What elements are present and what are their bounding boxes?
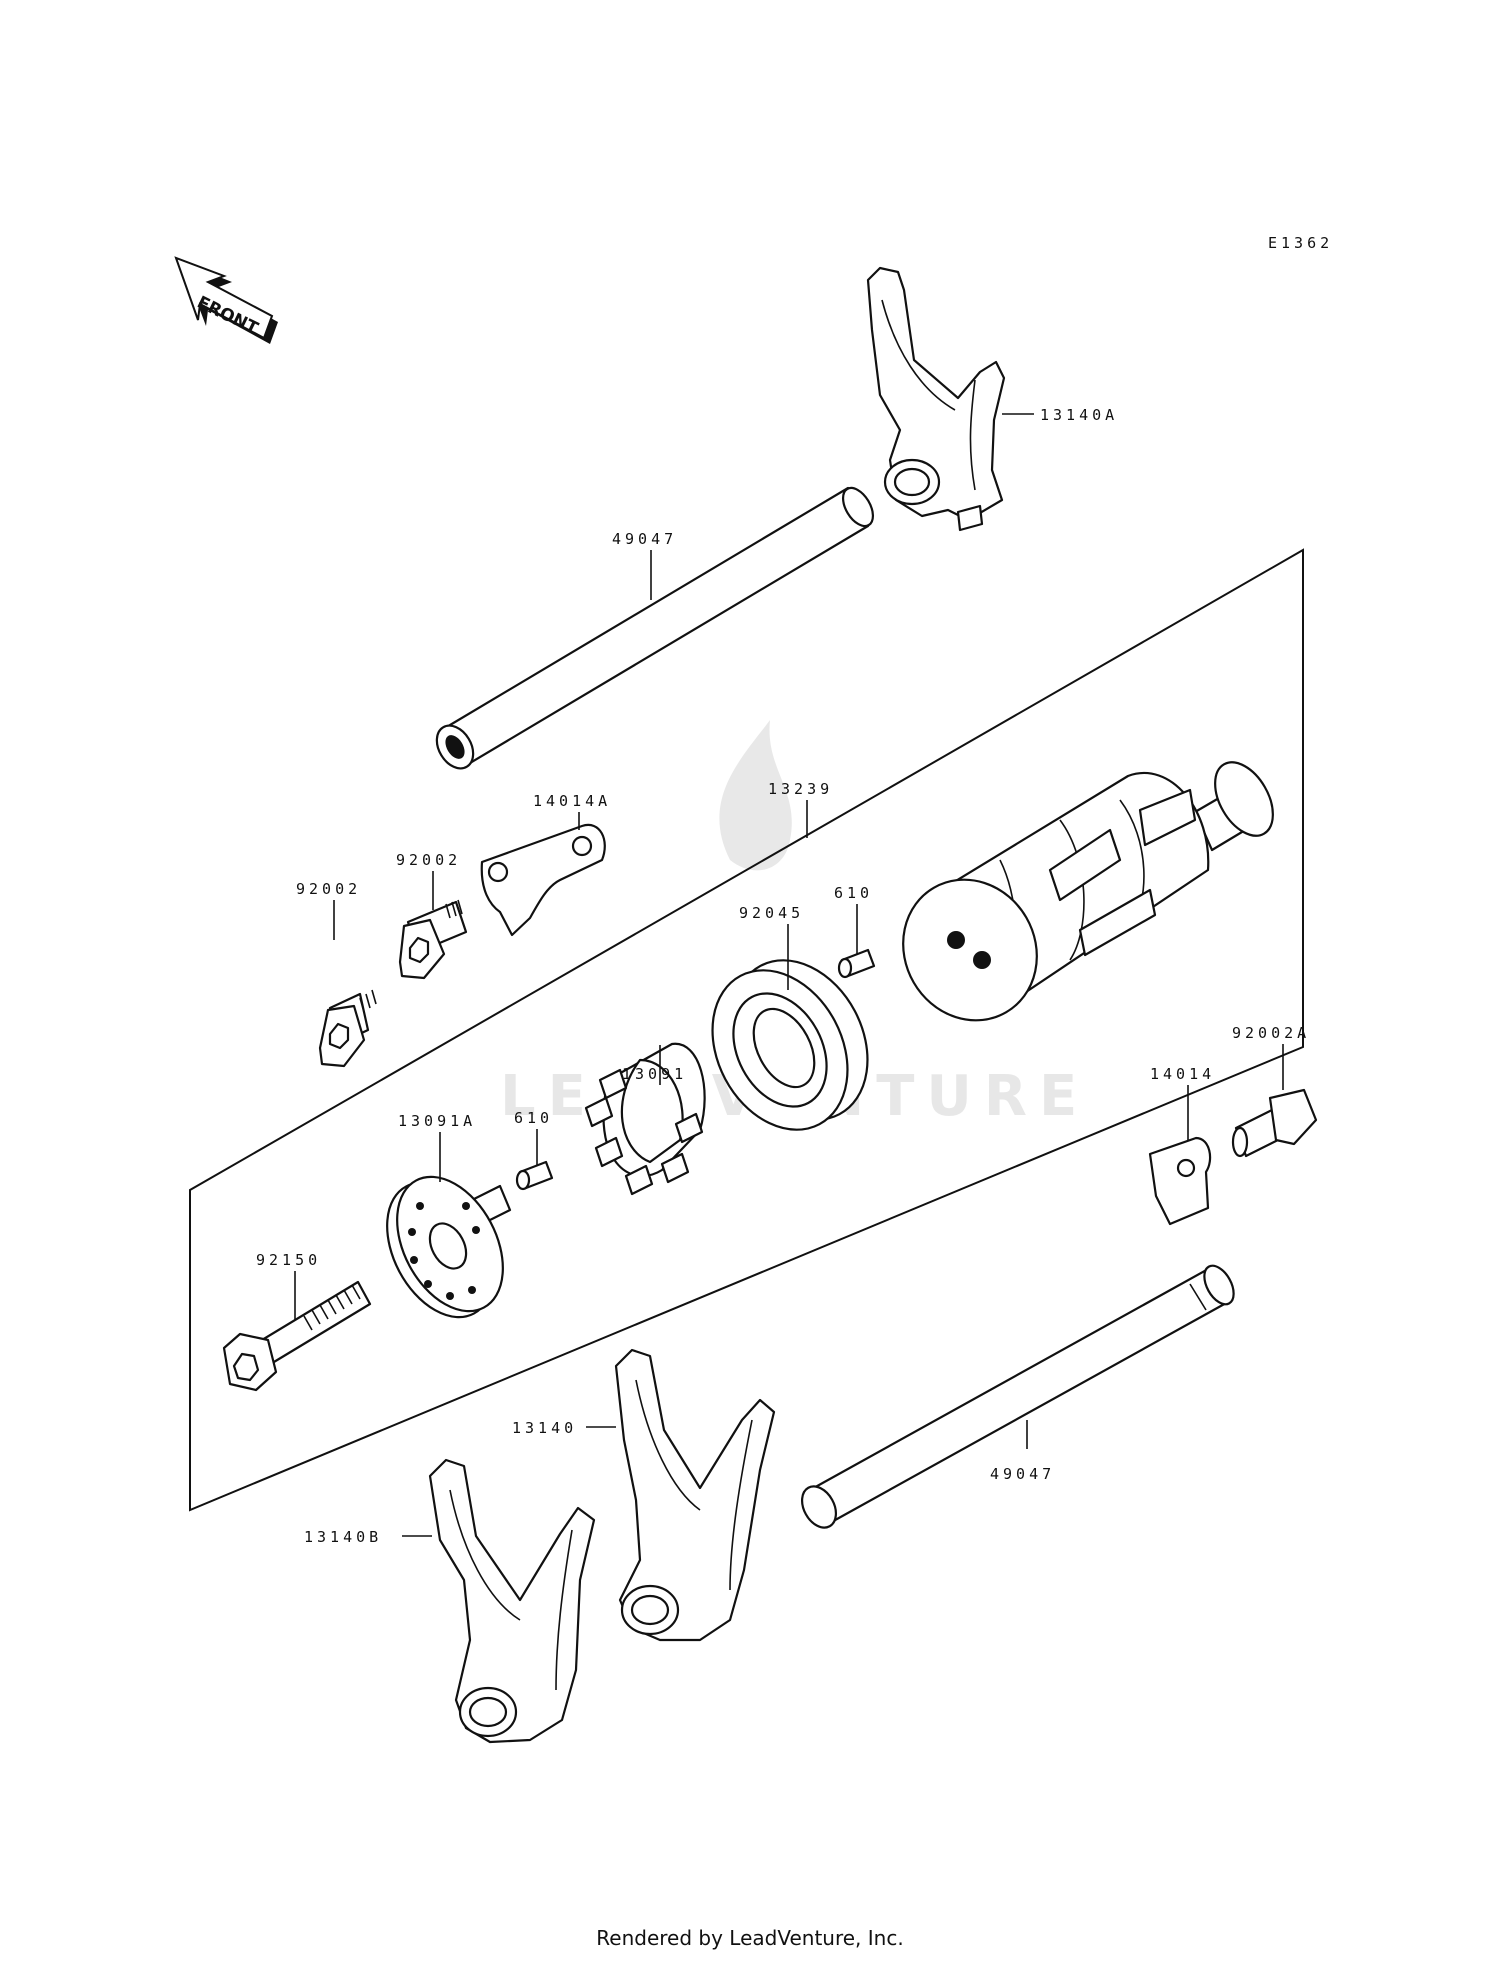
pin-610-lower [515, 1160, 554, 1191]
shift-rod-bottom [800, 1264, 1235, 1529]
callout-49047-bottom: 49047 [990, 1465, 1055, 1483]
callout-labels: 13140A 49047 14014A 13239 92002 92002 92… [256, 406, 1310, 1546]
shift-fork-13140b [428, 1458, 596, 1744]
diagram-code: E1362 [1268, 234, 1333, 252]
bolt-92002a [1231, 1088, 1318, 1158]
callout-13091a: 13091A [398, 1112, 476, 1130]
callout-92002-right: 92002 [396, 851, 461, 869]
callout-14014: 14014 [1150, 1065, 1215, 1083]
stopper-plate-14014a [480, 823, 606, 937]
callout-610-upper: 610 [834, 884, 873, 902]
callout-14014a: 14014A [533, 792, 611, 810]
bolt-92002-right [398, 899, 468, 980]
pin-holder-13091 [584, 1042, 706, 1196]
callout-13140: 13140 [512, 1419, 577, 1437]
pin-610-upper [837, 948, 876, 979]
callout-92002-left: 92002 [296, 880, 361, 898]
callout-92150: 92150 [256, 1251, 321, 1269]
plate-14014 [1148, 1136, 1212, 1226]
bolt-92150 [222, 1280, 372, 1392]
callout-13091: 13091 [622, 1065, 687, 1083]
bearing-92045 [711, 959, 869, 1131]
shift-fork-13140a [866, 266, 1006, 532]
shift-rod-top [435, 486, 875, 770]
front-arrow-icon: FRONT [174, 256, 278, 344]
callout-13140a: 13140A [1040, 406, 1118, 424]
shift-fork-13140 [614, 1348, 776, 1642]
leader-lines [294, 413, 1284, 1537]
callout-13140b: 13140B [304, 1528, 382, 1546]
callout-49047-top: 49047 [612, 530, 677, 548]
drum-assembly-frame [189, 548, 1304, 1512]
shift-cam-13091a [386, 1175, 512, 1319]
callout-13239: 13239 [768, 780, 833, 798]
callout-610-lower: 610 [514, 1109, 553, 1127]
callout-92045: 92045 [739, 904, 804, 922]
callout-92002a: 92002A [1232, 1024, 1310, 1042]
footer-credit: Rendered by LeadVenture, Inc. [596, 1926, 904, 1950]
bolt-92002-left [318, 989, 377, 1068]
shift-drum-13239 [902, 761, 1274, 1022]
